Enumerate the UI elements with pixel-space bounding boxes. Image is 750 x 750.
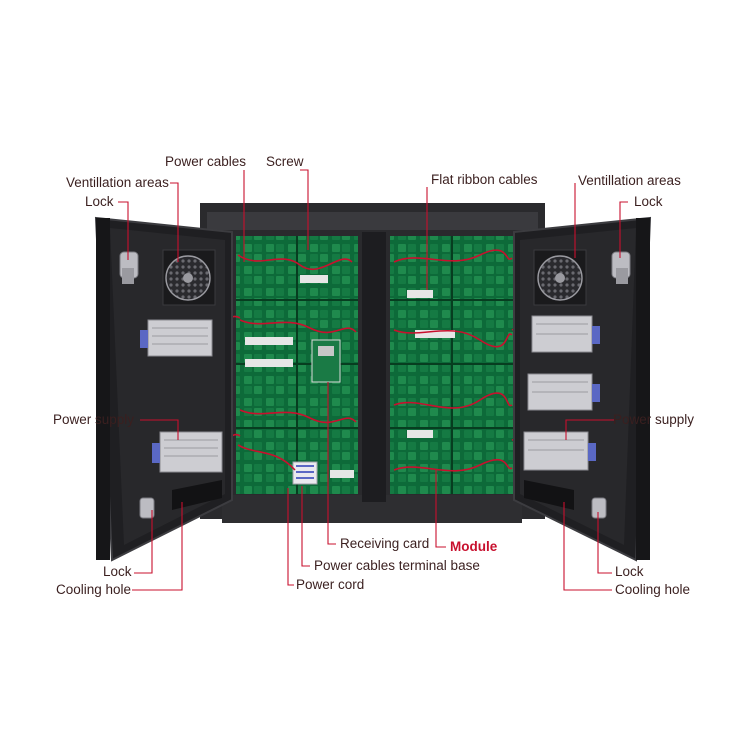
- terminal-base-block: [292, 461, 318, 485]
- label-lock-bottom-right: Lock: [615, 564, 644, 579]
- label-power-cord: Power cord: [296, 577, 365, 592]
- label-screw: Screw: [266, 154, 304, 169]
- label-cooling-hole-left: Cooling hole: [56, 582, 132, 597]
- label-lock-top-left: Lock: [85, 194, 114, 209]
- left-door-power-supply-top: [140, 319, 213, 357]
- right-door-power-supply-3: [523, 431, 596, 471]
- label-flat-ribbon-cables: Flat ribbon cables: [431, 172, 538, 187]
- label-lock-top-right: Lock: [634, 194, 663, 209]
- right-door-lock-top: [611, 251, 631, 284]
- label-lock-bottom-left: Lock: [103, 564, 132, 579]
- left-door-lock-top: [119, 251, 139, 284]
- left-door-power-supply-bottom: [152, 431, 223, 473]
- label-cooling-hole-right: Cooling hole: [615, 582, 691, 597]
- right-door-power-supply-1: [531, 315, 600, 353]
- label-power-cables-terminal-base: Power cables terminal base: [314, 558, 480, 573]
- label-ventilation-areas-right: Ventillation areas: [578, 173, 681, 188]
- right-door-fan: [533, 249, 587, 306]
- right-door-cooling-hole: [524, 480, 574, 510]
- label-module: Module: [450, 539, 498, 554]
- receiving-card-board: [311, 339, 341, 383]
- right-door-lock-bottom: [591, 497, 607, 519]
- left-door-fan: [162, 249, 216, 306]
- ribbon-cables: [245, 275, 455, 478]
- right-door-power-supply-2: [527, 373, 600, 411]
- led-module-panel-right: [390, 236, 514, 494]
- left-door-lock-bottom: [139, 497, 155, 519]
- label-power-cables: Power cables: [165, 154, 247, 169]
- leader-lines: [118, 169, 628, 591]
- label-ventilation-areas-left: Ventillation areas: [66, 175, 169, 190]
- label-power-supply-left: Power supply: [53, 412, 135, 427]
- label-receiving-card: Receiving card: [340, 536, 430, 551]
- left-door-cooling-hole: [172, 480, 222, 510]
- label-power-supply-right: Power supply: [613, 412, 695, 427]
